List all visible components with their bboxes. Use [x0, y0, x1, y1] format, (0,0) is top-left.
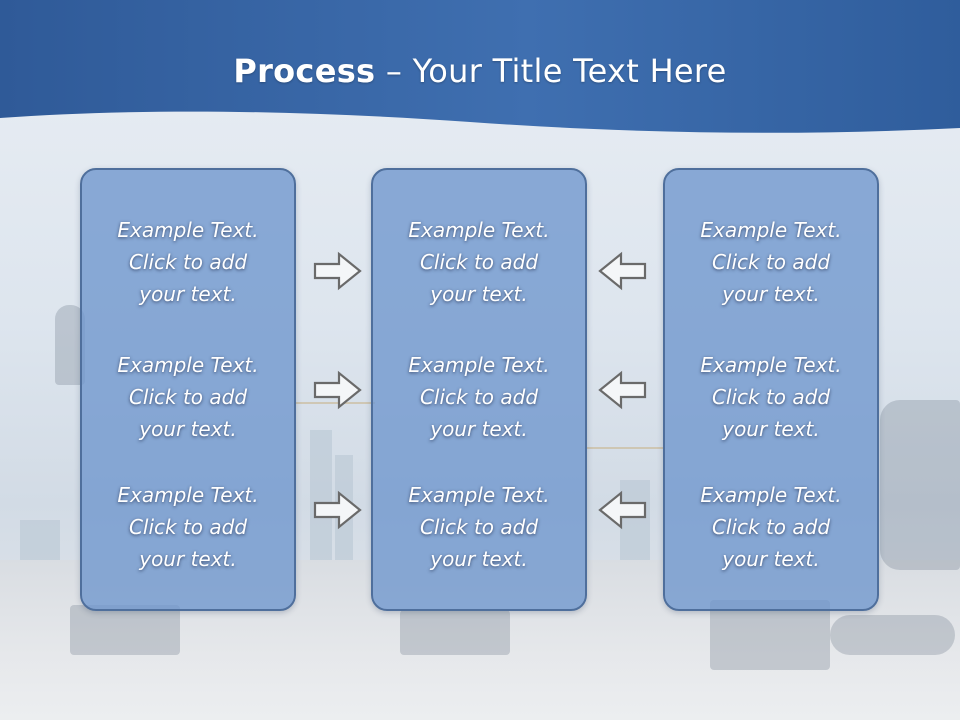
- process-box-right[interactable]: Example Text. Click to add your text. Ex…: [663, 168, 879, 611]
- text-line: Example Text.: [700, 218, 842, 242]
- text-block[interactable]: Example Text. Click to add your text.: [373, 349, 585, 445]
- text-line: Click to add: [128, 385, 248, 409]
- text-line: Example Text.: [408, 218, 550, 242]
- chair-base: [830, 615, 955, 655]
- text-block[interactable]: Example Text. Click to add your text.: [82, 479, 294, 575]
- right-arrow-icon: [313, 490, 362, 530]
- right-arrow-icon: [313, 251, 362, 291]
- text-line: your text.: [722, 547, 820, 571]
- rope: [585, 447, 665, 449]
- text-block[interactable]: Example Text. Click to add your text.: [665, 349, 877, 445]
- text-line: Example Text.: [117, 218, 259, 242]
- text-block[interactable]: Example Text. Click to add your text.: [665, 214, 877, 310]
- text-line: your text.: [139, 547, 237, 571]
- text-line: your text.: [722, 282, 820, 306]
- left-arrow-icon: [598, 251, 647, 291]
- text-line: Click to add: [711, 250, 831, 274]
- text-block[interactable]: Example Text. Click to add your text.: [373, 479, 585, 575]
- text-block[interactable]: Example Text. Click to add your text.: [665, 479, 877, 575]
- text-line: Click to add: [128, 250, 248, 274]
- office-chair: [880, 400, 960, 570]
- text-line: Click to add: [128, 515, 248, 539]
- right-arrow-icon: [313, 370, 362, 410]
- person-legs: [400, 610, 510, 655]
- title-rest: – Your Title Text Here: [375, 52, 727, 90]
- page-title: Process – Your Title Text Here: [0, 52, 960, 90]
- text-line: Click to add: [419, 515, 539, 539]
- left-arrow-icon: [598, 490, 647, 530]
- process-box-left[interactable]: Example Text. Click to add your text. Ex…: [80, 168, 296, 611]
- text-line: your text.: [139, 282, 237, 306]
- text-block[interactable]: Example Text. Click to add your text.: [82, 214, 294, 310]
- text-line: your text.: [722, 417, 820, 441]
- text-line: your text.: [139, 417, 237, 441]
- text-line: Click to add: [711, 385, 831, 409]
- text-line: Example Text.: [700, 353, 842, 377]
- rope: [295, 402, 375, 404]
- text-line: Click to add: [711, 515, 831, 539]
- text-line: your text.: [430, 547, 528, 571]
- text-block[interactable]: Example Text. Click to add your text.: [82, 349, 294, 445]
- city-building: [620, 480, 650, 570]
- text-line: Click to add: [419, 385, 539, 409]
- left-arrow-icon: [598, 370, 647, 410]
- text-block[interactable]: Example Text. Click to add your text.: [373, 214, 585, 310]
- text-line: Example Text.: [117, 483, 259, 507]
- text-line: Example Text.: [408, 483, 550, 507]
- title-bold: Process: [233, 52, 376, 90]
- text-line: Example Text.: [117, 353, 259, 377]
- person-legs: [70, 605, 180, 655]
- text-line: your text.: [430, 417, 528, 441]
- person-legs: [710, 600, 830, 670]
- text-line: Example Text.: [408, 353, 550, 377]
- text-line: your text.: [430, 282, 528, 306]
- process-box-center[interactable]: Example Text. Click to add your text. Ex…: [371, 168, 587, 611]
- text-line: Example Text.: [700, 483, 842, 507]
- text-line: Click to add: [419, 250, 539, 274]
- header-banner: [0, 0, 960, 133]
